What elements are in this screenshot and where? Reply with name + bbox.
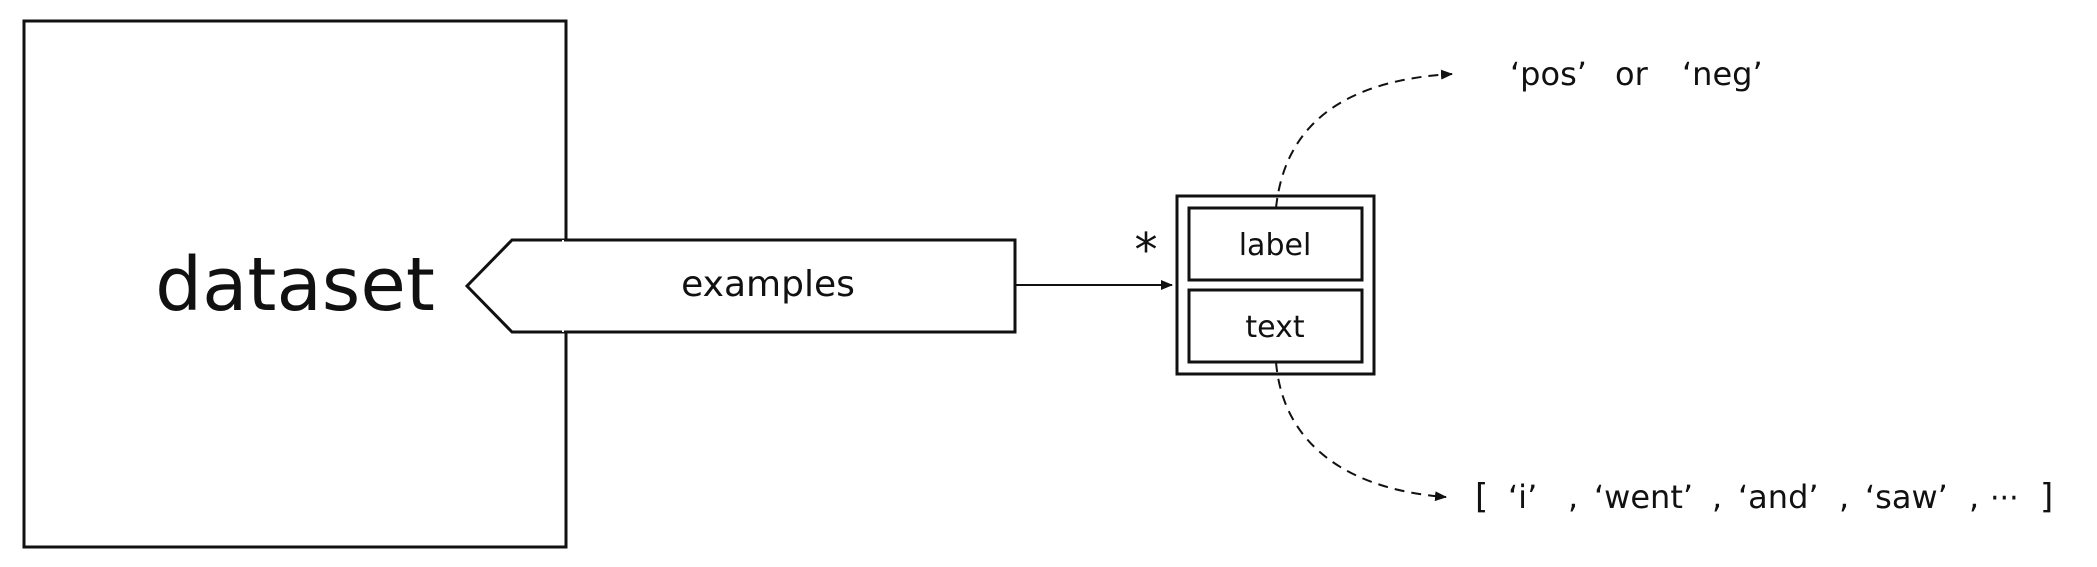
label-value-neg: ‘neg’ <box>1682 55 1763 93</box>
label-field-box <box>1187 206 1364 282</box>
multiplicity-marker: * <box>1135 223 1158 277</box>
text-field-box <box>1187 288 1364 364</box>
label-value-or: or <box>1615 55 1649 93</box>
token-comma-2: , <box>1712 478 1722 516</box>
label-values-arrow <box>1275 69 1453 209</box>
token-and: ‘and’ <box>1738 478 1819 516</box>
text-field-text: text <box>1245 310 1304 345</box>
token-went: ‘went’ <box>1594 478 1693 516</box>
token-list-close-bracket: ] <box>2040 477 2053 517</box>
examples-shape <box>464 238 1017 334</box>
token-ellipsis: ··· <box>1990 481 2019 516</box>
token-comma-1: , <box>1568 478 1578 516</box>
text-values-arrow <box>1275 361 1447 502</box>
token-comma-3: , <box>1839 478 1849 516</box>
label-value-pos: ‘pos’ <box>1510 55 1587 93</box>
token-i: ‘i’ <box>1508 478 1537 516</box>
token-comma-4: , <box>1969 478 1979 516</box>
dataset-label: dataset <box>155 242 435 328</box>
token-list-open-bracket: [ <box>1475 477 1488 517</box>
examples-label: examples <box>681 264 855 305</box>
label-field-text: label <box>1239 228 1312 263</box>
token-saw: ‘saw’ <box>1865 478 1948 516</box>
